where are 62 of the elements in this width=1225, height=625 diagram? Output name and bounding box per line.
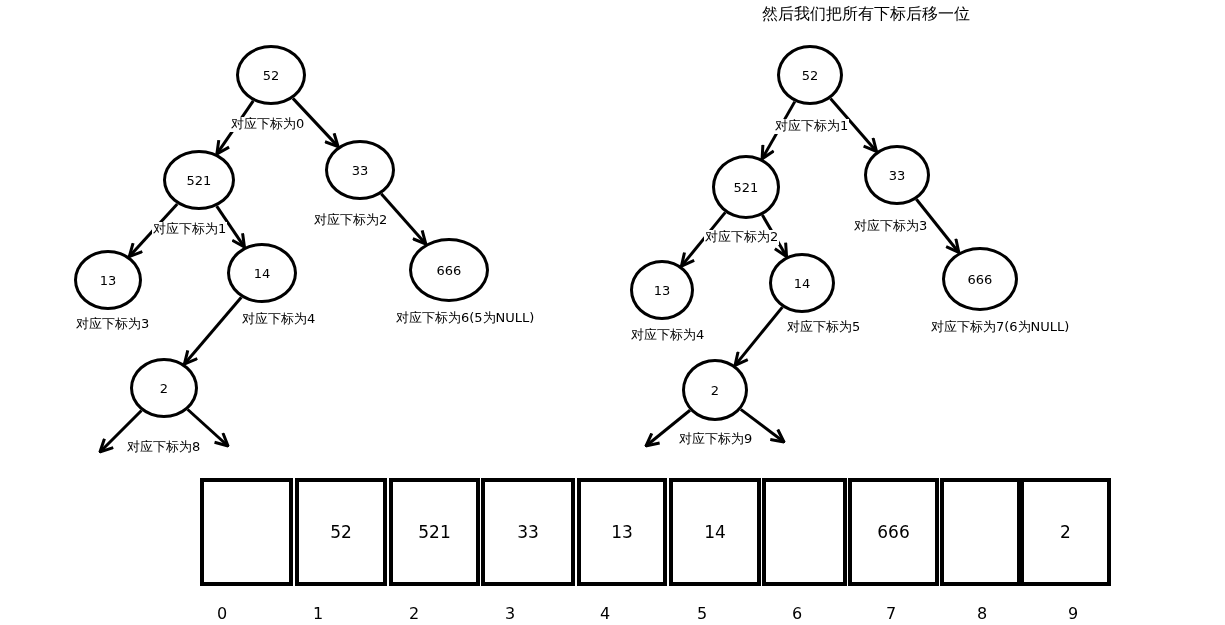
arrow <box>733 306 784 367</box>
array-index: 2 <box>408 604 420 623</box>
index-caption: 对应下标为6(5为NULL) <box>395 311 536 326</box>
empty-array-cell <box>940 478 1021 586</box>
array-index: 7 <box>885 604 897 623</box>
index-caption: 对应下标为2 <box>704 230 780 245</box>
array-index: 1 <box>312 604 324 623</box>
tree-node-circle: 52 <box>777 45 843 105</box>
array-index: 6 <box>791 604 803 623</box>
tree-node-circle: 13 <box>630 260 694 320</box>
tree-node-circle: 33 <box>864 145 930 205</box>
tree-node-circle: 14 <box>769 253 835 313</box>
arrow <box>127 202 179 259</box>
index-caption: 对应下标为4 <box>241 312 317 327</box>
index-caption: 对应下标为0 <box>230 117 306 132</box>
index-caption: 对应下标为1 <box>152 222 228 237</box>
arrow <box>186 408 230 448</box>
array-index: 5 <box>696 604 708 623</box>
index-caption: 对应下标为3 <box>75 317 151 332</box>
arrow <box>215 205 246 249</box>
array-cell: 521 <box>389 478 480 586</box>
array-cell: 2 <box>1020 478 1111 586</box>
tree-node-circle: 666 <box>942 247 1018 311</box>
array-index: 4 <box>599 604 611 623</box>
arrow <box>679 211 727 268</box>
index-caption: 对应下标为9 <box>678 432 754 447</box>
tree-node-circle: 2 <box>130 358 198 418</box>
arrow <box>644 409 691 448</box>
array-cell: 33 <box>481 478 575 586</box>
index-caption: 对应下标为4 <box>630 328 706 343</box>
array-index: 3 <box>504 604 516 623</box>
arrow <box>98 409 143 454</box>
empty-array-cell <box>762 478 847 586</box>
index-caption: 对应下标为2 <box>313 213 389 228</box>
heading: 然后我们把所有下标后移一位 <box>762 4 970 25</box>
tree-node-circle: 666 <box>409 238 489 302</box>
arrow <box>829 97 879 153</box>
array-index: 8 <box>976 604 988 623</box>
array-cell: 14 <box>669 478 761 586</box>
array-cell: 52 <box>295 478 387 586</box>
tree-node-circle: 521 <box>712 155 780 219</box>
arrow <box>380 192 428 246</box>
tree-node-circle: 13 <box>74 250 142 310</box>
index-caption: 对应下标为3 <box>853 219 929 234</box>
array-cell: 666 <box>848 478 939 586</box>
arrow <box>182 296 243 366</box>
array-index: 9 <box>1067 604 1079 623</box>
tree-node-circle: 33 <box>325 140 395 200</box>
index-caption: 对应下标为8 <box>126 440 202 455</box>
tree-node-circle: 521 <box>163 150 235 210</box>
array-cell: 13 <box>577 478 667 586</box>
empty-array-cell <box>200 478 293 586</box>
tree-node-circle: 52 <box>236 45 306 105</box>
array-index: 0 <box>216 604 228 623</box>
arrow <box>291 97 340 149</box>
arrow <box>915 198 961 254</box>
index-caption: 对应下标为7(6为NULL) <box>930 320 1071 335</box>
tree-node-circle: 14 <box>227 243 297 303</box>
tree-node-circle: 2 <box>682 359 748 421</box>
arrow <box>739 408 786 444</box>
index-caption: 对应下标为1 <box>774 119 850 134</box>
index-caption: 对应下标为5 <box>786 320 862 335</box>
